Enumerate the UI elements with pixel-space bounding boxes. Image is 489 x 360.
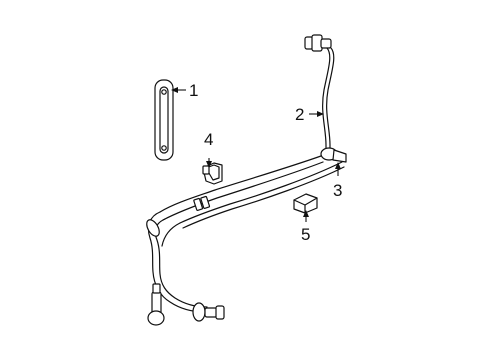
svg-text:4: 4	[204, 130, 213, 149]
callout-5: 5	[301, 210, 310, 244]
callout-3: 3	[333, 162, 342, 200]
svg-text:3: 3	[333, 181, 342, 200]
cooler-line-assembly[interactable]	[144, 34, 347, 326]
svg-text:1: 1	[189, 81, 198, 100]
callout-1: 1	[171, 81, 198, 100]
part-5-clip[interactable]	[293, 193, 318, 214]
part-4-clip[interactable]	[202, 162, 223, 185]
callout-2: 2	[295, 105, 324, 124]
svg-text:5: 5	[301, 225, 310, 244]
svg-text:2: 2	[295, 105, 304, 124]
callout-4: 4	[204, 130, 213, 168]
part-1-bracket[interactable]	[154, 79, 174, 161]
top-fitting	[304, 34, 332, 52]
